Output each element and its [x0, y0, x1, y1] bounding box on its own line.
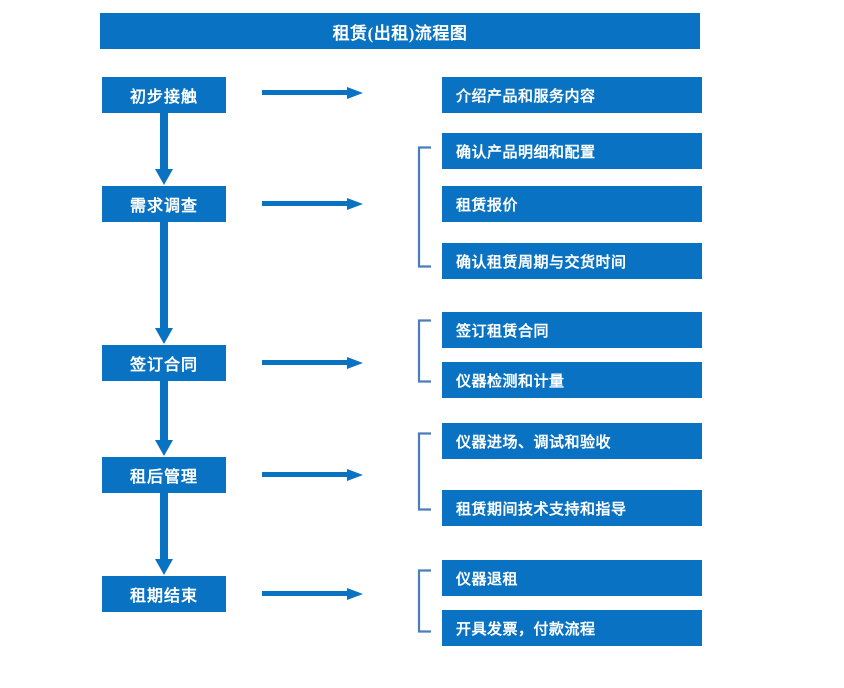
- detail-box-7[interactable]: 仪器进场、调试和验收: [442, 423, 702, 459]
- down-arrow-icon-3: [155, 381, 173, 456]
- down-arrow-icon-4: [155, 493, 173, 575]
- detail-box-3[interactable]: 租赁报价: [442, 186, 702, 222]
- group-bracket-5: [417, 569, 431, 633]
- stage-box-4[interactable]: 租后管理: [102, 457, 226, 493]
- detail-box-5[interactable]: 签订租赁合同: [442, 312, 702, 348]
- detail-box-9[interactable]: 仪器退租: [442, 560, 702, 596]
- stage-box-5[interactable]: 租期结束: [102, 576, 226, 612]
- detail-box-8[interactable]: 租赁期间技术支持和指导: [442, 490, 702, 526]
- right-arrow-icon-5: [262, 588, 363, 600]
- down-arrow-icon-2: [155, 222, 173, 344]
- stage-box-2[interactable]: 需求调查: [102, 186, 226, 222]
- right-arrow-icon-4: [262, 469, 363, 481]
- page-title: 租赁(出租)流程图: [100, 13, 700, 49]
- detail-box-1[interactable]: 介绍产品和服务内容: [442, 77, 702, 113]
- detail-box-6[interactable]: 仪器检测和计量: [442, 362, 702, 398]
- right-arrow-icon-1: [262, 87, 363, 99]
- right-arrow-icon-3: [262, 357, 363, 369]
- detail-box-2[interactable]: 确认产品明细和配置: [442, 133, 702, 169]
- stage-box-1[interactable]: 初步接触: [102, 77, 226, 113]
- detail-box-4[interactable]: 确认租赁周期与交货时间: [442, 243, 702, 279]
- stage-box-3[interactable]: 签订合同: [102, 345, 226, 381]
- group-bracket-4: [417, 432, 431, 511]
- group-bracket-3: [417, 319, 431, 383]
- down-arrow-icon-1: [155, 113, 173, 185]
- group-bracket-2: [417, 146, 431, 268]
- right-arrow-icon-2: [262, 198, 363, 210]
- detail-box-10[interactable]: 开具发票，付款流程: [442, 610, 702, 646]
